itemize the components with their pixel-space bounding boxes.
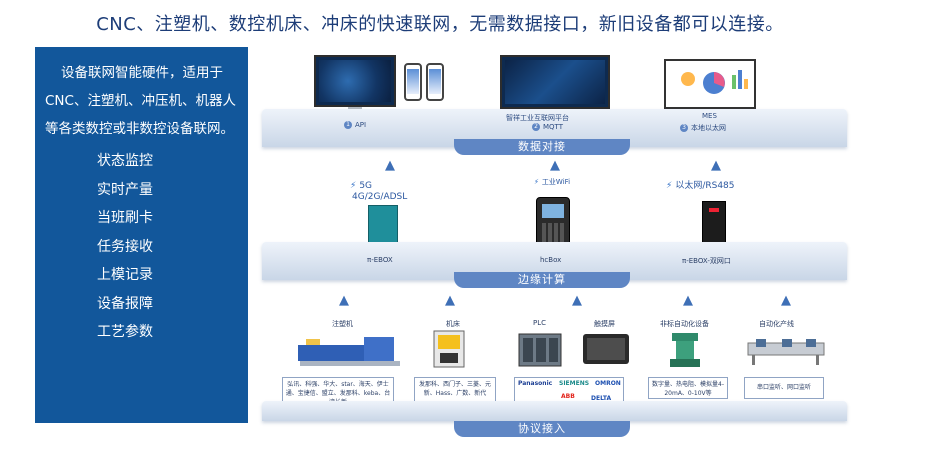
- feature-item: 实时产量: [97, 181, 153, 198]
- hcbox-label: hcBox: [540, 256, 562, 264]
- network-ethernet: ⚡以太网/RS485: [666, 181, 735, 191]
- platform-caption: 智祥工业互联网平台: [506, 114, 569, 122]
- feature-item: 任务接收: [97, 238, 153, 255]
- brand-omron: OMRON: [595, 380, 621, 387]
- feature-list: 状态监控 实时产量 当班刷卡 任务接收 上模记录 设备报障 工艺参数: [45, 147, 238, 347]
- up-arrow-icon: ▲: [550, 158, 560, 173]
- equipment-injection-molding: 注塑机: [332, 320, 353, 328]
- lightning-icon: ⚡: [534, 178, 539, 186]
- headline: CNC、注塑机、数控机床、冲床的快速联网，无需数据接口，新旧设备都可以连接。: [96, 14, 784, 35]
- data-docking-label: 数据对接: [454, 139, 630, 155]
- mes-monitor: [664, 59, 756, 109]
- protocol-access-label: 协议接入: [454, 421, 630, 437]
- mes-charts-icon: [681, 70, 748, 94]
- brand-delta: DELTA: [591, 395, 612, 402]
- up-arrow-icon: ▲: [339, 293, 349, 308]
- equipment-custom-automation: 非标自动化设备: [660, 320, 709, 328]
- brand-panasonic: Panasonic: [518, 380, 553, 387]
- io-signal-box: 数字量、热电阻、模拟量4-20mA、0-10V等: [648, 377, 728, 399]
- edge-computing-label: 边缘计算: [454, 272, 630, 288]
- cnc-brands-box: 发那科、西门子、三菱、元新、Hass、广数、新代: [414, 377, 496, 403]
- feature-item: 上模记录: [97, 267, 153, 283]
- feature-panel: 设备联网智能硬件，适用于CNC、注塑机、冲压机、机器人等各类数控或非数控设备联网…: [35, 47, 248, 423]
- mes-caption: MES: [702, 112, 717, 120]
- equipment-plc: PLC: [533, 319, 547, 327]
- feature-item: 状态监控: [97, 153, 153, 169]
- up-arrow-icon: ▲: [572, 293, 582, 308]
- ebox-dual-port-label: π-EBOX-双网口: [682, 257, 731, 265]
- up-arrow-icon: ▲: [683, 293, 693, 308]
- platform-dashboard: [500, 55, 610, 109]
- up-arrow-icon: ▲: [445, 293, 455, 308]
- touchscreen-icon: [583, 334, 629, 364]
- production-line-icon: [747, 339, 825, 365]
- lightning-icon: ⚡: [666, 181, 673, 191]
- ebox-label: π-EBOX: [367, 256, 393, 264]
- injection-brands-box: 弘讯、科强、华大、star、海天、伊士通、宝捷信、盟立、发那科、keba、台湾长…: [282, 377, 394, 406]
- injection-machine-icon: [298, 337, 400, 366]
- up-arrow-icon: ▲: [385, 158, 395, 173]
- hcbox-screen: [542, 204, 564, 218]
- panel-intro: 设备联网智能硬件，适用于CNC、注塑机、冲压机、机器人等各类数控或非数控设备联网…: [45, 65, 236, 137]
- hcbox-keypad: [542, 223, 564, 243]
- feature-item: 当班刷卡: [97, 210, 153, 226]
- brand-abb: ABB: [561, 393, 575, 400]
- feature-item: 设备报障: [97, 295, 153, 312]
- equipment-touchscreen: 触摸屏: [594, 320, 615, 328]
- cnc-machine-icon: [433, 330, 465, 368]
- desktop-monitor: [314, 55, 396, 107]
- press-machine-icon: [670, 333, 700, 367]
- equipment-production-line: 自动化产线: [759, 320, 794, 328]
- plc-icon: [518, 333, 562, 367]
- up-arrow-icon: ▲: [781, 293, 791, 308]
- phone-icon: [404, 63, 422, 101]
- device-led: [709, 208, 719, 212]
- equipment-cnc-machine: 机床: [446, 320, 460, 328]
- network-wifi: ⚡工业WiFi: [534, 178, 571, 186]
- feature-item: 工艺参数: [97, 324, 153, 340]
- phone-icon: [426, 63, 444, 101]
- protocol-access-layer: [262, 401, 847, 421]
- brand-siemens: SIEMENS: [559, 380, 590, 387]
- line-monitor-box: 串口监听、网口监听: [744, 377, 824, 399]
- up-arrow-icon: ▲: [711, 158, 721, 173]
- lightning-icon: ⚡: [350, 181, 357, 191]
